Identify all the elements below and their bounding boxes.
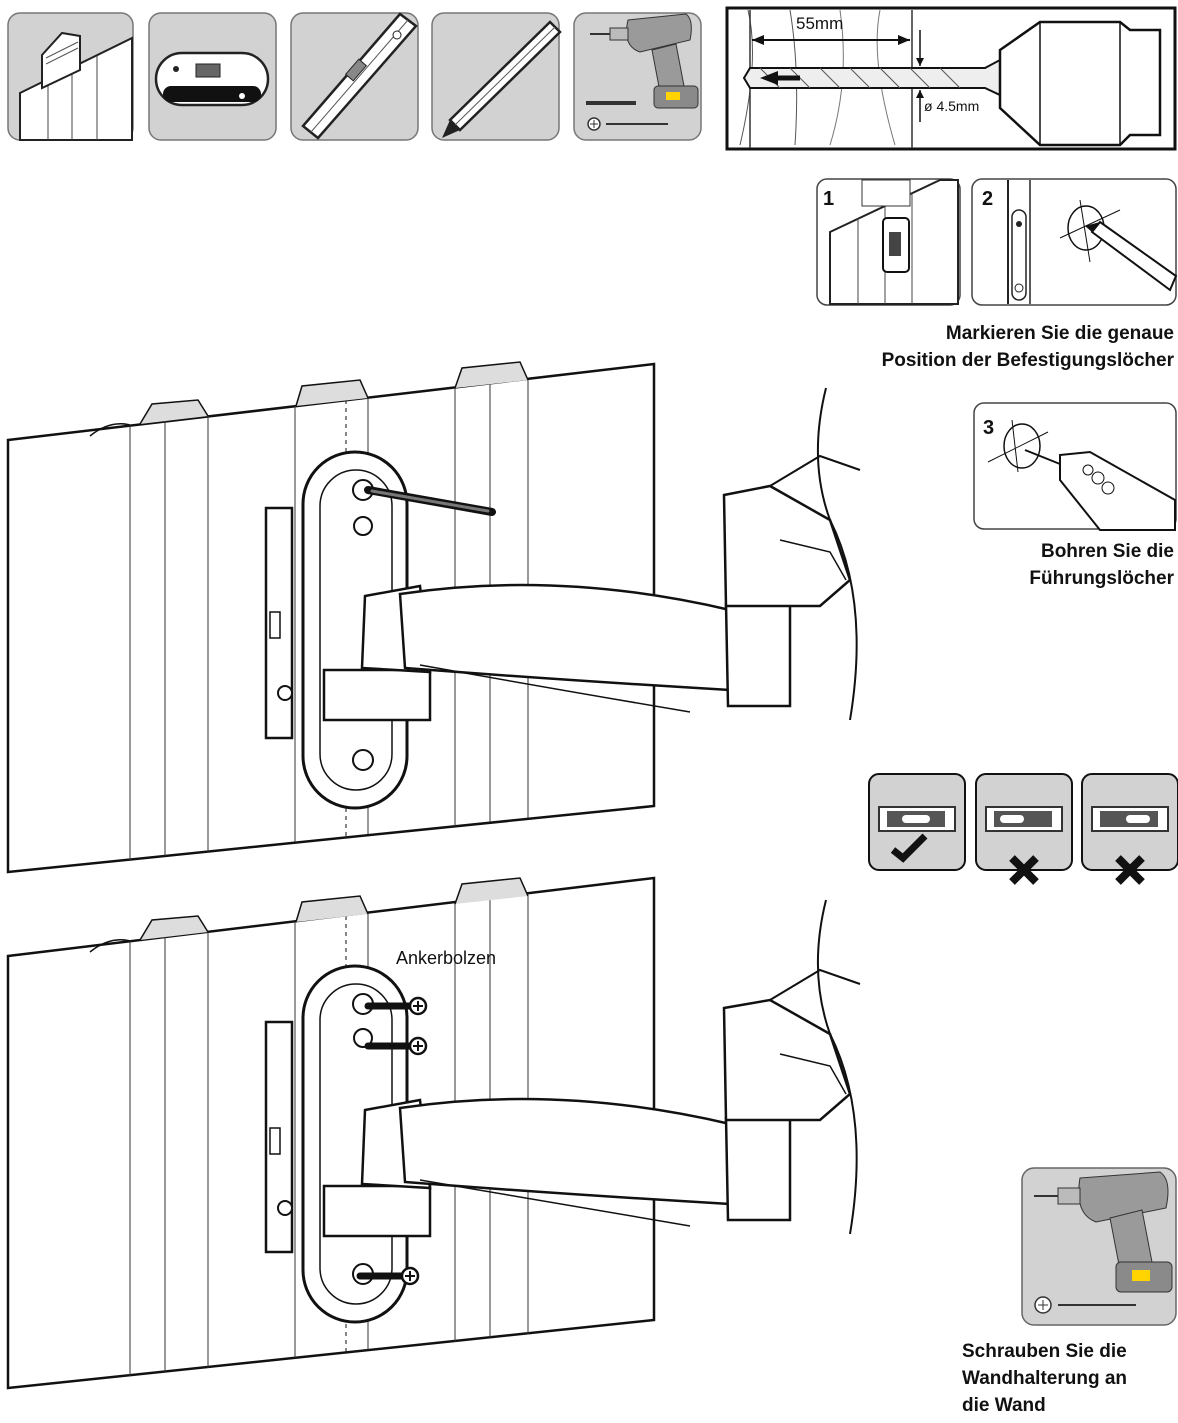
pencil-icon <box>431 12 562 141</box>
drill-driver-icon <box>573 12 702 141</box>
caption-mark-line2: Position der Befestigungslöcher <box>881 350 1174 371</box>
step-1-number: 1 <box>823 188 835 210</box>
caption-drill-line1: Bohren Sie die <box>1040 541 1174 562</box>
caption-screw-line3: die Wand <box>962 1395 1046 1416</box>
step-2-number: 2 <box>982 188 994 210</box>
step-2-panel <box>971 178 1178 306</box>
stud-wall-icon <box>7 12 134 141</box>
step-3-number: 3 <box>983 417 995 439</box>
drill-depth-label: 55mm <box>796 14 844 33</box>
wall-mount-illustration-drilling <box>6 361 861 874</box>
level-wrong-icon-2 <box>1081 773 1178 885</box>
drill-depth-detail <box>725 6 1177 151</box>
caption-mark-holes: Markieren Sie die genaue Position der Be… <box>774 320 1174 374</box>
level-wrong-icon-1 <box>975 773 1073 885</box>
step-1-panel <box>816 178 961 306</box>
caption-screw-line1: Schrauben Sie die <box>962 1341 1127 1362</box>
spirit-level-icon <box>290 12 419 141</box>
drill-driver-icon-large <box>1021 1167 1177 1326</box>
level-correct-icon <box>868 773 966 871</box>
drill-diameter-label: ø 4.5mm <box>924 98 980 114</box>
caption-mark-line1: Markieren Sie die genaue <box>945 323 1174 344</box>
caption-screw-mount: Schrauben Sie die Wandhalterung an die W… <box>962 1338 1174 1419</box>
caption-drill-line2: Führungslöcher <box>1029 568 1174 589</box>
step-3-panel <box>973 402 1177 531</box>
caption-screw-line2: Wandhalterung an <box>962 1368 1128 1389</box>
stud-finder-icon <box>148 12 277 141</box>
anchor-bolts-label: Ankerbolzen <box>396 948 497 968</box>
wall-mount-illustration-screwing <box>6 876 861 1390</box>
caption-drill-holes: Bohren Sie die Führungslöcher <box>874 538 1174 592</box>
